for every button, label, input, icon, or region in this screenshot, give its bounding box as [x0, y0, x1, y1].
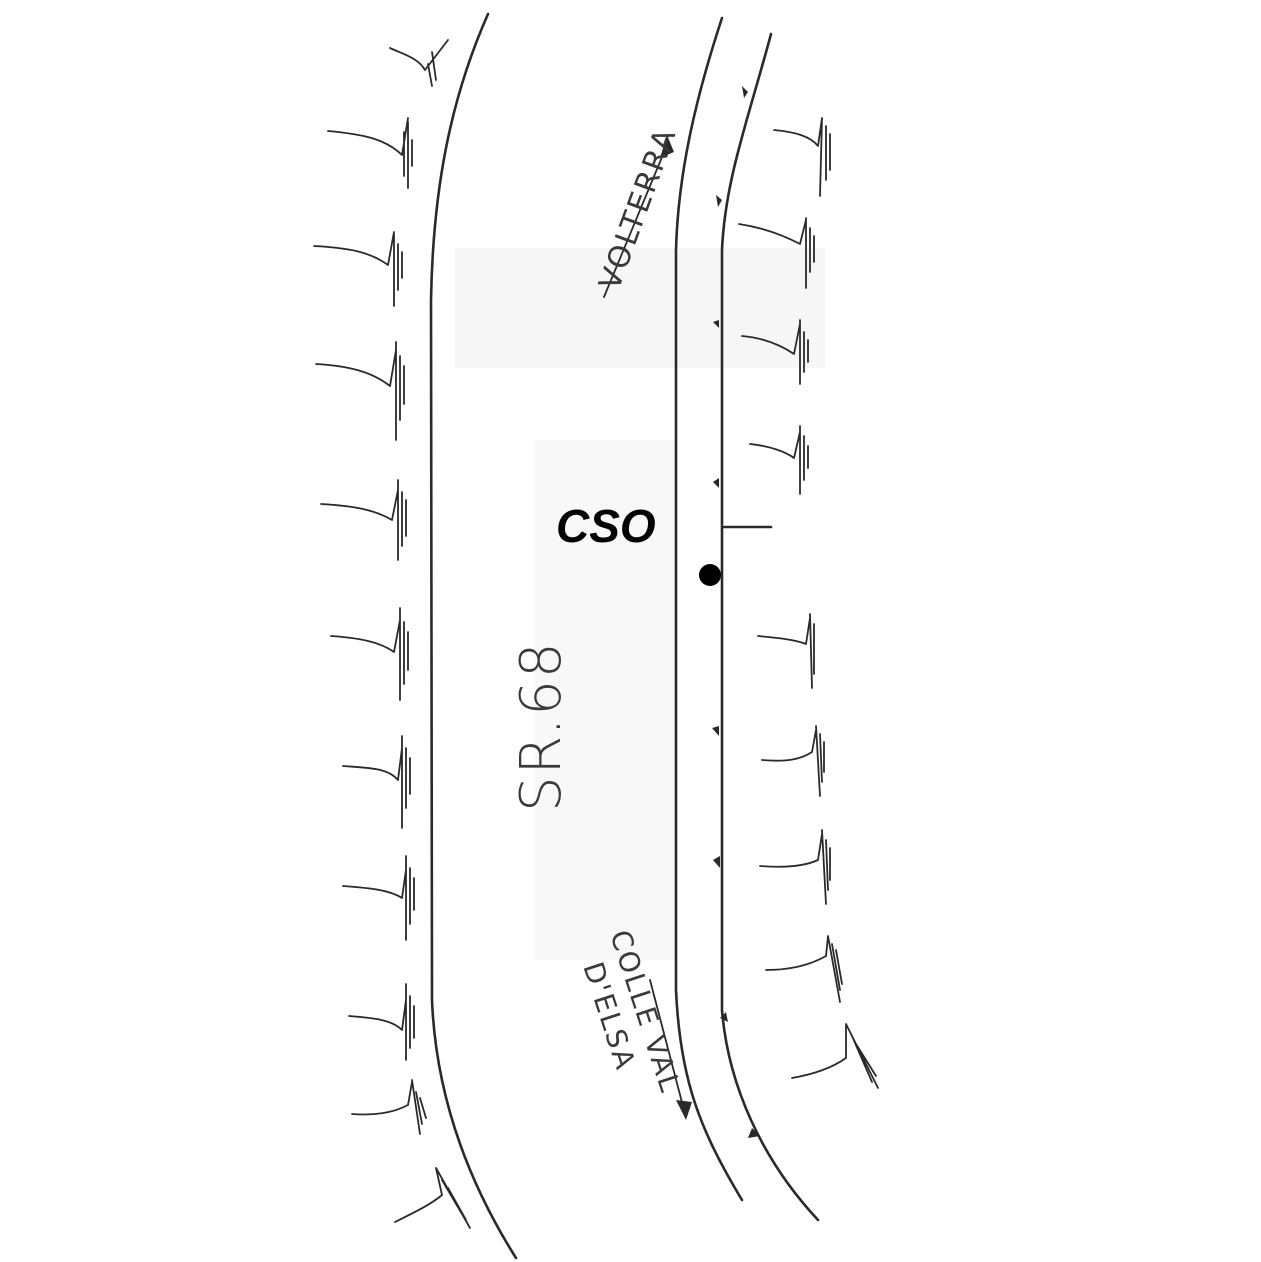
- arrow-icon: [649, 979, 692, 1120]
- road-edge-center: [674, 16, 744, 1202]
- road-edge-left: [429, 12, 518, 1260]
- trees-right: [738, 117, 879, 1089]
- cso-label: CSO: [556, 500, 656, 552]
- cso-point-marker: [699, 564, 721, 586]
- tree-icon: [342, 735, 411, 829]
- tree-icon: [773, 117, 831, 197]
- tree-icon: [749, 425, 809, 495]
- tree-icon: [757, 613, 815, 689]
- tree-icon: [759, 829, 831, 905]
- road-edge-right: [720, 32, 820, 1222]
- tree-icon: [342, 855, 415, 941]
- tree-icon: [765, 935, 843, 1003]
- tree-icon: [348, 983, 415, 1061]
- tree-icon: [313, 231, 403, 307]
- tree-icon: [351, 1079, 427, 1135]
- road-name-label: SR.68: [509, 640, 574, 812]
- edge-ticks: [712, 86, 760, 1138]
- tree-icon: [327, 117, 413, 189]
- tree-icon: [394, 1167, 471, 1229]
- tree-icon: [389, 39, 449, 87]
- tree-icon: [761, 725, 825, 797]
- background-shade: [535, 440, 675, 960]
- tree-icon: [738, 217, 815, 289]
- trees-left: [313, 39, 471, 1229]
- tree-icon: [330, 607, 409, 701]
- arrow-icon: [603, 135, 674, 298]
- tree-icon: [315, 341, 405, 441]
- tree-icon: [741, 319, 809, 385]
- background-shade: [455, 248, 825, 368]
- tree-icon: [791, 1023, 879, 1089]
- tree-icon: [320, 479, 407, 561]
